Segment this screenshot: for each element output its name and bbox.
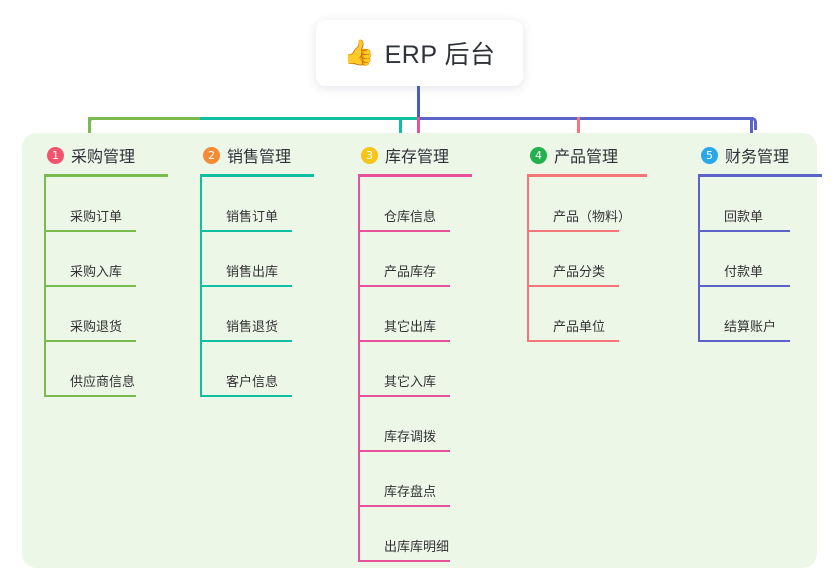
branch-number-badge: 2 — [203, 146, 220, 164]
branch-leaf-label: 回款单 — [724, 209, 764, 224]
drop-connector-5 — [750, 117, 753, 143]
branch-spine — [698, 177, 700, 342]
branch-header-4[interactable]: 4 产品管理 — [527, 133, 647, 177]
branch-leaf-underline — [698, 340, 790, 342]
drop-connector-2 — [399, 117, 402, 143]
branch-leaf-label: 出库库明细 — [384, 539, 450, 554]
branch-leaf-underline — [200, 285, 292, 287]
branch-underline — [200, 174, 314, 177]
branch-column-3: 3 库存管理仓库信息产品库存其它出库其它入库库存调拨库存盘点出库库明细 — [358, 133, 472, 562]
branch-spine — [200, 177, 202, 397]
drop-connector-4 — [577, 117, 580, 143]
bus-segment-blue — [417, 117, 753, 120]
branch-leaf-label: 其它出库 — [384, 319, 437, 334]
branch-column-1: 1 采购管理采购订单采购入库采购退货供应商信息 — [44, 133, 168, 397]
branch-spine — [527, 177, 529, 342]
root-node[interactable]: 👍 ERP 后台 — [316, 20, 523, 86]
branch-leaf-underline — [527, 230, 619, 232]
branch-leaf-label: 产品单位 — [553, 319, 606, 334]
branch-header-1[interactable]: 1 采购管理 — [44, 133, 168, 177]
branch-leaf-underline — [358, 395, 450, 397]
branch-leaf-label: 产品库存 — [384, 264, 437, 279]
branch-header-2[interactable]: 2 销售管理 — [200, 133, 314, 177]
branch-title: 产品管理 — [554, 149, 619, 166]
branch-title: 库存管理 — [385, 149, 450, 166]
branch-leaf-label: 采购订单 — [70, 209, 123, 224]
branch-leaf-label: 销售退货 — [226, 319, 279, 334]
drop-connector-3 — [417, 117, 420, 143]
branch-leaf-underline — [358, 450, 450, 452]
branch-title: 财务管理 — [725, 149, 790, 166]
branch-title: 采购管理 — [71, 149, 136, 166]
branch-leaf-underline — [358, 340, 450, 342]
branch-leaf-underline — [698, 285, 790, 287]
branch-leaf-underline — [358, 230, 450, 232]
branch-leaf-label: 库存调拨 — [384, 429, 437, 444]
branch-underline — [358, 174, 472, 177]
root-node-label: ERP 后台 — [384, 41, 496, 69]
branch-number-badge: 4 — [530, 146, 547, 164]
branch-spine — [44, 177, 46, 397]
branch-column-5: 5 财务管理回款单付款单结算账户 — [698, 133, 822, 342]
branch-leaf-underline — [698, 230, 790, 232]
branch-underline — [698, 174, 822, 177]
branch-leaf-underline — [358, 285, 450, 287]
branch-number-badge: 3 — [361, 146, 378, 164]
branch-number-badge: 1 — [47, 146, 64, 164]
branch-leaf-label: 产品分类 — [553, 264, 606, 279]
branch-header-5[interactable]: 5 财务管理 — [698, 133, 822, 177]
bus-segment-teal — [200, 117, 419, 120]
branch-title: 销售管理 — [227, 149, 292, 166]
branch-leaf-underline — [358, 505, 450, 507]
branch-leaf-underline — [527, 285, 619, 287]
branch-leaf-underline — [200, 340, 292, 342]
branch-leaf-underline — [200, 230, 292, 232]
thumbs-up-icon: 👍 — [343, 38, 375, 67]
branch-leaf-label: 结算账户 — [724, 319, 777, 334]
branch-leaf-underline — [44, 340, 136, 342]
branch-underline — [44, 174, 168, 177]
branch-column-4: 4 产品管理产品（物料） 产品分类产品单位 — [527, 133, 647, 342]
trunk-connector — [417, 86, 420, 118]
branch-underline — [527, 174, 647, 177]
branch-leaf-label: 客户信息 — [226, 374, 279, 389]
branch-leaf-label: 仓库信息 — [384, 209, 437, 224]
branch-leaf-label: 销售订单 — [226, 209, 279, 224]
branch-leaf-underline — [44, 230, 136, 232]
branch-leaf-label: 其它入库 — [384, 374, 437, 389]
branch-leaf-label: 销售出库 — [226, 264, 279, 279]
branch-leaf-underline — [358, 560, 450, 562]
branch-leaf-label: 采购入库 — [70, 264, 123, 279]
branch-leaf-underline — [44, 395, 136, 397]
branches-panel: 1 采购管理采购订单采购入库采购退货供应商信息 2 销售管理销售订单销售出库销售退货客… — [22, 133, 822, 568]
branch-leaf-underline — [44, 285, 136, 287]
branch-leaf-label: 库存盘点 — [384, 484, 437, 499]
branch-spine — [358, 177, 360, 562]
drop-connector-1 — [88, 117, 91, 143]
branch-column-2: 2 销售管理销售订单销售出库销售退货客户信息 — [200, 133, 314, 397]
branch-leaf-underline — [200, 395, 292, 397]
branch-header-3[interactable]: 3 库存管理 — [358, 133, 472, 177]
branch-leaf-label: 付款单 — [724, 264, 764, 279]
branch-number-badge: 5 — [701, 146, 718, 164]
branch-leaf-underline — [527, 340, 619, 342]
branch-leaf-label: 产品（物料） — [553, 209, 632, 224]
branch-leaf-label: 供应商信息 — [70, 374, 136, 389]
branch-leaf-label: 采购退货 — [70, 319, 123, 334]
